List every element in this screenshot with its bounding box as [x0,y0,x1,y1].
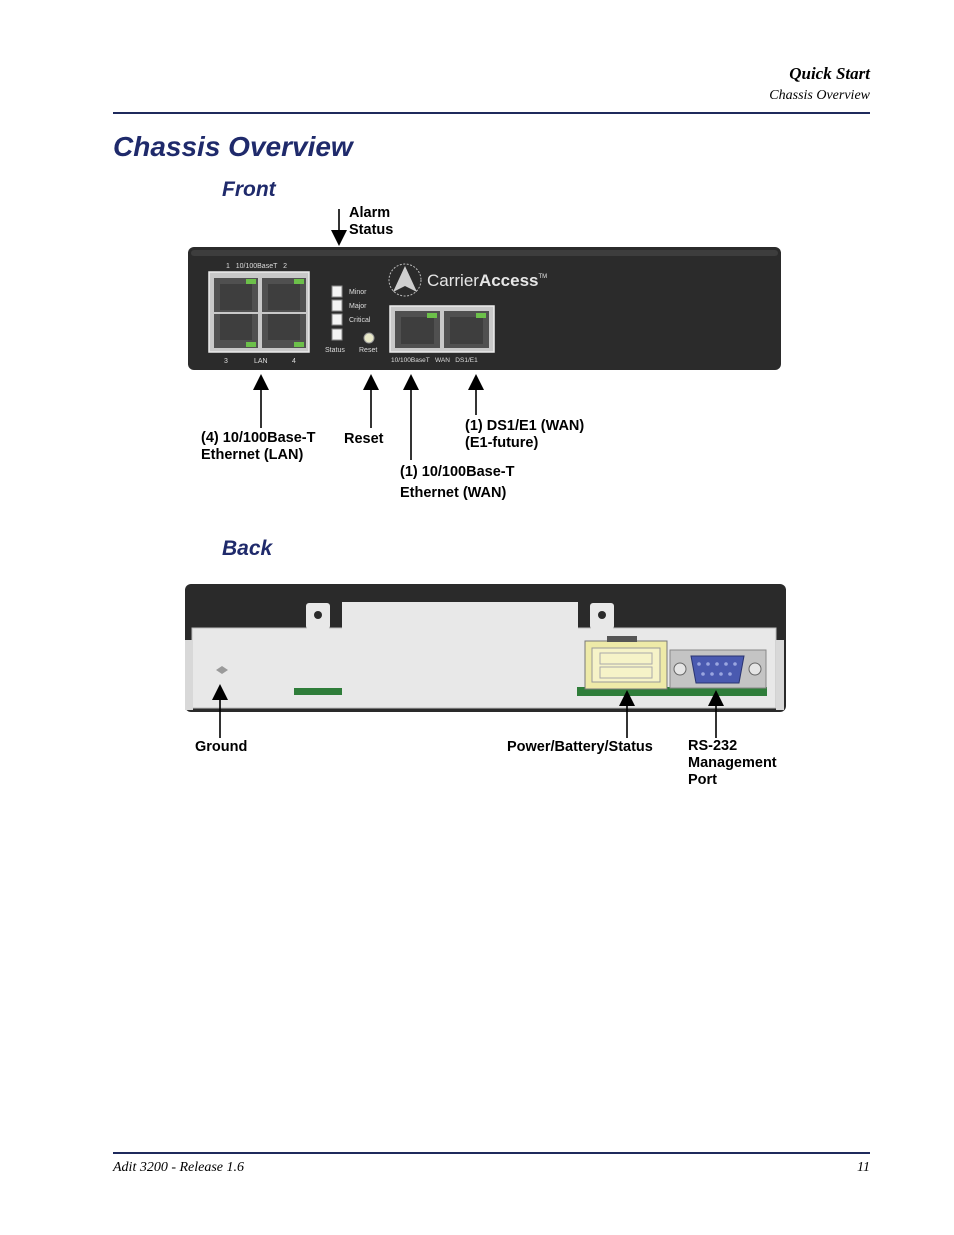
callout-ground: Ground [195,739,248,755]
callout-alarm-status: Alarm Status [349,205,394,238]
page-title: Chassis Overview [113,131,353,162]
carrier-access-logo-icon [388,263,422,297]
callout-wan-ethernet: (1) 10/100Base-T Ethernet (WAN) [400,464,515,501]
callout-ds1-e1: (1) DS1/E1 (WAN) (E1-future) [465,418,585,451]
led-major-label: Major [349,303,367,310]
running-header-title: Quick Start [789,64,870,83]
callout-lan-ports: (4) 10/100Base-T Ethernet (LAN) [201,430,316,463]
callout-rs232-port: RS-232 Management Port [688,738,777,788]
reset-label: Reset [359,347,377,354]
running-header-subtitle: Chassis Overview [769,88,870,103]
header-rule [113,112,870,114]
alarm-led-group [331,285,343,341]
wan-ethernet-port [395,311,440,348]
lan-top-label: 1 10/100BaseT 2 [226,263,287,270]
rs232-db9-connector [669,649,767,689]
callout-power-battery-status: Power/Battery/Status [507,739,653,755]
lan-label: LAN [254,358,268,365]
led-critical-label: Critical [349,317,371,324]
ds1-e1-port [444,311,489,348]
reset-button-icon [363,332,375,344]
pcb-edge-right [577,687,767,696]
lan-port-3 [214,314,258,348]
lan-port-3-number: 3 [224,358,228,365]
callout-reset: Reset [344,431,384,447]
wan-port-block [389,305,495,353]
pcb-edge-left [294,688,342,695]
mounting-tab-right-icon [590,603,614,629]
back-heading: Back [222,537,273,560]
led-major [331,299,343,312]
lan-port-2 [262,278,306,312]
lan-port-4 [262,314,306,348]
mounting-tab-left-icon [306,603,330,629]
footer-release: Adit 3200 - Release 1.6 [113,1160,245,1175]
footer-rule [113,1152,870,1154]
led-minor [331,285,343,298]
brand-wordmark: CarrierAccessTM [427,271,547,290]
lan-port-1 [214,278,258,312]
lan-port-4-number: 4 [292,358,296,365]
lan-port-block [208,271,310,353]
ground-screw-icon [216,666,228,674]
led-status [331,328,343,341]
wan-port-labels: 10/100BaseT WAN DS1/E1 [391,357,478,364]
page-number: 11 [857,1160,870,1175]
led-minor-label: Minor [349,289,367,296]
front-heading: Front [222,178,276,201]
power-battery-status-connector [584,636,668,690]
led-status-label: Status [325,347,345,354]
led-critical [331,313,343,326]
